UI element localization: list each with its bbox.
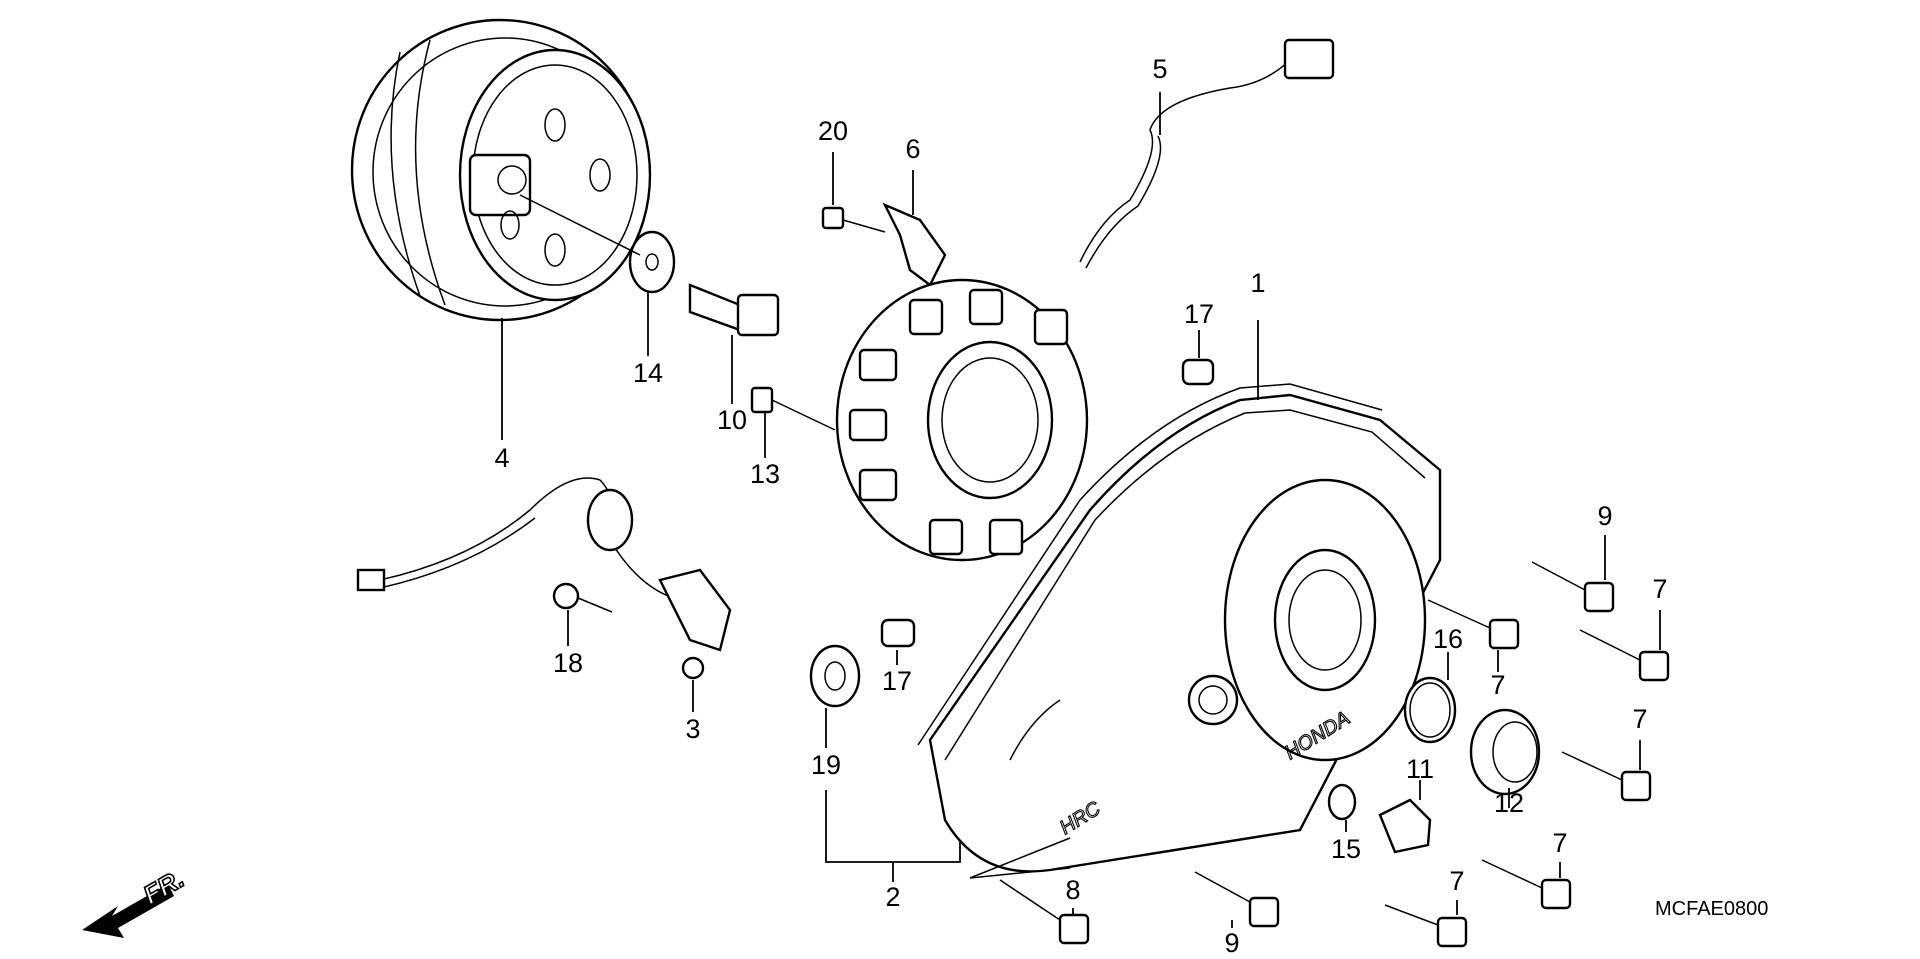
callout-c16: 16: [1433, 624, 1463, 654]
callout-c14: 14: [633, 358, 663, 388]
callout-c4: 4: [494, 443, 509, 473]
cover-bolt-7e: [1384, 900, 1468, 948]
callout-c7a: 7: [1652, 574, 1667, 604]
callout-c17b: 17: [882, 666, 912, 696]
front-direction-arrow: FR.: [82, 862, 190, 938]
flywheel: [350, 18, 652, 440]
diagram-code: MCFAE0800: [1655, 898, 1768, 920]
washer: [519, 194, 676, 356]
cover-bolt-7b: [1427, 599, 1520, 672]
callout-c10: 10: [717, 405, 747, 435]
cover-bolt-8: [999, 879, 1090, 945]
callout-c17a: 17: [1184, 299, 1214, 329]
crankshaft-hole-cap: [1378, 780, 1432, 854]
o-ring: [1403, 652, 1457, 744]
callout-c2: 2: [885, 882, 900, 912]
callout-c3: 3: [685, 714, 700, 744]
cover-gasket: [917, 383, 1383, 746]
sensor-bolt: [552, 582, 613, 646]
dowel-pin-lower: [880, 618, 916, 665]
cover-bolt-9-upper: [1531, 535, 1615, 613]
cover-bolt-7a: [1579, 610, 1670, 682]
callout-c1: 1: [1250, 268, 1265, 298]
callout-c6: 6: [905, 134, 920, 164]
wire-clamp: [882, 170, 947, 287]
callout-c20: 20: [818, 116, 848, 146]
stator-bolt: [750, 386, 836, 458]
bearing: [809, 644, 861, 748]
flywheel-bolt: [688, 283, 780, 404]
callout-8-leader: [969, 837, 1071, 879]
cover-bolt-7c: [1561, 740, 1652, 802]
callout-c7e: 7: [1449, 866, 1464, 896]
dowel-pin-upper: [1181, 330, 1215, 386]
callout-c8: 8: [1065, 875, 1080, 905]
stator-clamp-bolt: [821, 152, 886, 233]
callout-c7d: 7: [1552, 828, 1567, 858]
callout-c7c: 7: [1632, 704, 1647, 734]
callout-c15: 15: [1331, 834, 1361, 864]
pulse-generator: [356, 477, 732, 712]
callout-c9a: 9: [1597, 501, 1612, 531]
callout-c19: 19: [811, 750, 841, 780]
callout-c13: 13: [750, 459, 780, 489]
callout-c18: 18: [553, 648, 583, 678]
cover-bolt-9-lower: [1194, 871, 1280, 928]
callout-c12: 12: [1494, 788, 1524, 818]
cover-bolt-7d: [1481, 859, 1572, 910]
callout-c7b: 7: [1490, 670, 1505, 700]
callout-c9b: 9: [1224, 928, 1239, 958]
small-o-ring: [1327, 783, 1357, 832]
stator: [835, 38, 1335, 562]
callout-2-bracket: [825, 790, 961, 882]
callout-c11: 11: [1406, 754, 1434, 784]
timing-hole-cap: [1469, 708, 1541, 808]
crankcase-cover: HONDA HRC: [928, 320, 1442, 873]
callout-c5: 5: [1152, 54, 1167, 84]
